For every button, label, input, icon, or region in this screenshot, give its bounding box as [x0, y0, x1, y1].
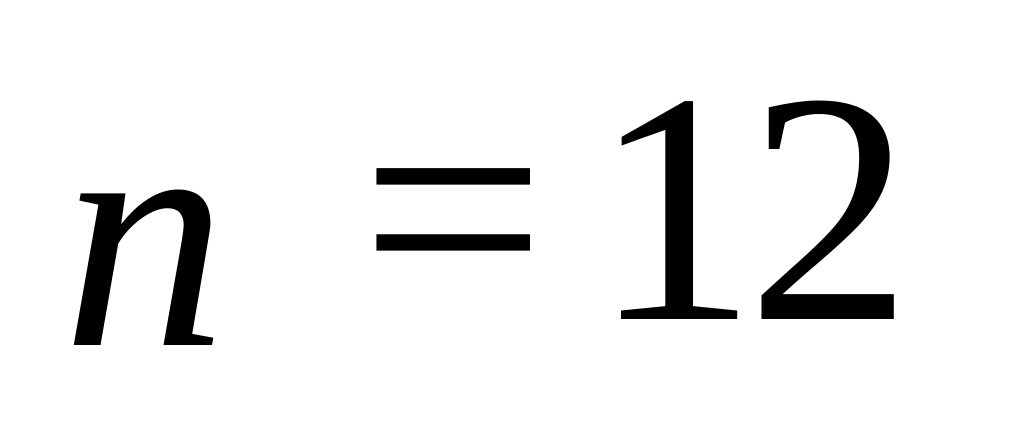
equation-value: 12	[592, 26, 912, 391]
equation-variable: n	[62, 52, 227, 417]
equals-sign: =	[360, 26, 547, 391]
